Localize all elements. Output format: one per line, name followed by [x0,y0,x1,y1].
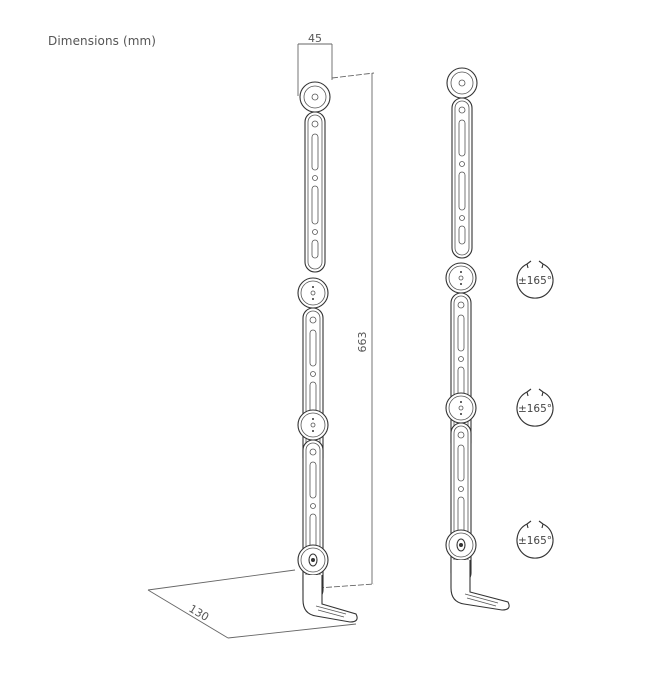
rotation-indicator-bottom: ±165° [516,520,554,559]
rotation-label: ±165° [518,275,552,287]
rotation-label: ±165° [518,403,552,415]
rotation-indicator-top: ±165° [516,260,554,299]
rotation-label: ±165° [518,535,552,547]
dimensions-title: Dimensions (mm) [48,34,157,48]
rotation-indicator-middle: ±165° [516,388,554,427]
right-bracket [445,67,510,611]
width-dimension-label: 45 [308,32,322,45]
left-bracket [147,43,375,639]
height-dimension-label: 663 [356,332,369,353]
